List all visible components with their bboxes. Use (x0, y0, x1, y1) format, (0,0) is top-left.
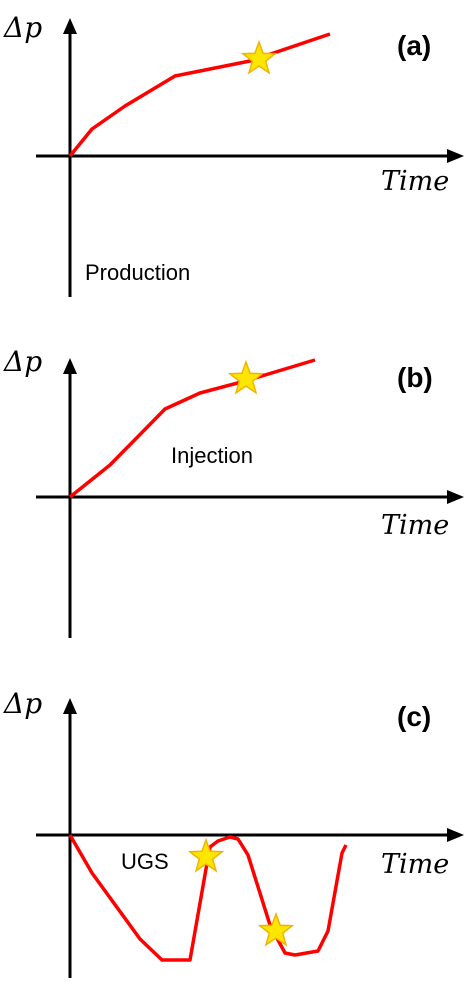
panel-b-stars (227, 359, 265, 395)
panel-c-y-axis-arrow (63, 698, 77, 714)
panel-b-label: (b) (397, 362, 433, 393)
panel-b-pressure-curve (68, 358, 316, 499)
panel-c-y-axis-label: Δp (3, 687, 42, 720)
panel-c-star-icon-2 (257, 911, 295, 947)
panel-a-pressure-curve (68, 32, 331, 158)
panel-b-y-axis-arrow (63, 358, 77, 374)
panel-c-label: (c) (397, 701, 431, 732)
panel-a-stars (240, 39, 278, 75)
panel-c: Δp (c) Time UGS (3, 687, 464, 978)
panel-a: Δp (a) Time Production (3, 11, 464, 297)
panel-c-pressure-curve (68, 834, 348, 962)
panel-c-x-axis-arrow (447, 828, 464, 842)
panel-b-annotation: Injection (171, 443, 253, 468)
panel-c-x-axis-label: Time (381, 849, 449, 880)
panel-b-x-axis-label: Time (381, 510, 449, 541)
panel-c-stars (187, 837, 295, 947)
panel-b-x-axis-arrow (447, 490, 464, 504)
panel-a-star-icon-1 (240, 39, 278, 75)
panel-c-star-icon-1 (187, 837, 225, 873)
panel-c-annotation: UGS (121, 849, 169, 874)
panel-b-star-icon-1 (227, 359, 265, 395)
panel-b: Δp (b) Time Injection (3, 345, 464, 638)
panel-a-x-axis-arrow (447, 149, 464, 163)
panel-a-label: (a) (397, 30, 431, 61)
panel-a-y-axis-arrow (63, 18, 77, 34)
panel-a-x-axis-label: Time (381, 166, 449, 197)
panel-a-annotation: Production (85, 260, 190, 285)
panel-b-y-axis-label: Δp (3, 345, 42, 378)
panel-a-y-axis-label: Δp (3, 11, 42, 44)
